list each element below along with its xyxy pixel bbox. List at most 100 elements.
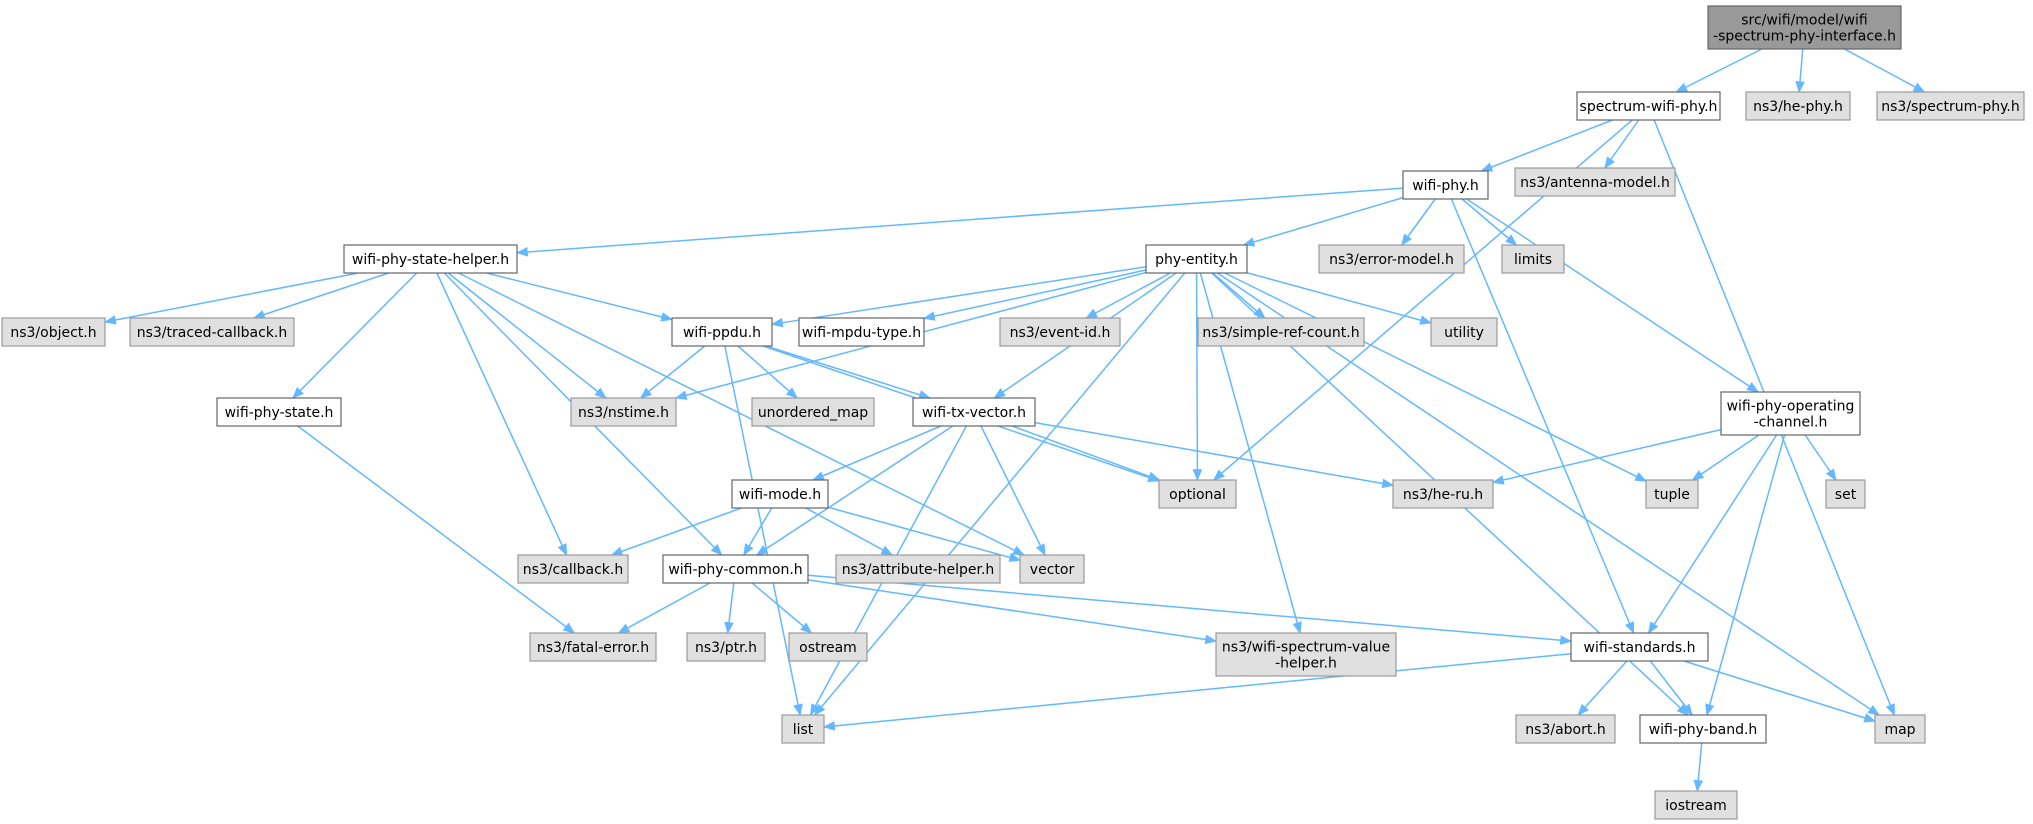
node-box [1402, 170, 1489, 200]
node-label: wifi-mode.h [739, 487, 821, 503]
node-label: ns3/object.h [10, 325, 96, 341]
node-wifi-phy-state[interactable]: wifi-phy-state.h [216, 397, 342, 427]
node-limits: limits [1501, 244, 1565, 274]
edge-wifi_phy_operating_channel-to-set [1804, 434, 1837, 481]
node-box [1215, 632, 1397, 677]
node-callback: ns3/callback.h [517, 554, 629, 584]
node-wifi-phy-band[interactable]: wifi-phy-band.h [1639, 714, 1767, 744]
node-wifi-phy-common[interactable]: wifi-phy-common.h [662, 554, 809, 584]
node-label: ostream [799, 640, 857, 656]
node-wifi-phy-operating-channel[interactable]: wifi-phy-operating-channel.h [1720, 391, 1861, 436]
node-box [216, 397, 342, 427]
node-label: wifi-mpdu-type.h [802, 325, 921, 341]
edge-wifi_ppdu-to-wifi_tx_vector [765, 345, 932, 400]
node-wifi-phy-state-helper[interactable]: wifi-phy-state-helper.h [343, 244, 518, 274]
node-label: ns3/simple-ref-count.h [1202, 325, 1359, 341]
edge-wifi_phy_band-to-iostream [1693, 742, 1704, 793]
edge-wifi_phy_state_helper-to-nstime [447, 272, 607, 399]
node-box [731, 479, 829, 509]
edge-wifi_phy_common-to-wifi_standards [807, 574, 1573, 645]
node-box [517, 554, 629, 584]
node-spectrum-wifi-phy[interactable]: spectrum-wifi-phy.h [1576, 91, 1721, 121]
node-wifi-tx-vector[interactable]: wifi-tx-vector.h [912, 397, 1036, 427]
node-object: ns3/object.h [1, 317, 106, 347]
edge-wifi_phy-to-wifi_phy_state_helper [515, 187, 1404, 257]
edge-wifi_phy_state_helper-to-vector [458, 272, 1026, 556]
node-wifi-mode[interactable]: wifi-mode.h [731, 479, 829, 509]
node-box [1515, 714, 1616, 744]
node-label: unordered_map [758, 405, 868, 421]
node-label: wifi-phy-operating [1727, 399, 1855, 415]
edge-phy_entity-to-wifi_ppdu [770, 266, 1147, 328]
node-box [1318, 244, 1465, 274]
edge-wifi_standards-to-wifi_phy_band [1649, 660, 1693, 716]
node-box [1720, 391, 1861, 436]
node-box [1392, 479, 1494, 509]
edge-wifi_phy_state_helper-to-traced_callback [252, 272, 389, 320]
node-wifi-ppdu[interactable]: wifi-ppdu.h [671, 317, 773, 347]
node-label: phy-entity.h [1155, 252, 1238, 268]
node-box [798, 317, 925, 347]
edge-wifi_tx_vector-to-vector [980, 425, 1046, 557]
edge-wifi_phy_state_helper-to-object [103, 272, 359, 325]
node-label: ns3/he-phy.h [1753, 99, 1843, 115]
node-label: wifi-phy-band.h [1649, 722, 1758, 738]
edge-phy_entity-to-map [1217, 272, 1881, 716]
node-optional: optional [1158, 479, 1237, 509]
edge-wifi_phy_common-to-fatal_error [617, 582, 711, 634]
node-ostream: ostream [788, 632, 868, 662]
node-label: ns3/attribute-helper.h [842, 562, 995, 578]
node-label: wifi-ppdu.h [683, 325, 761, 341]
node-box [1874, 714, 1926, 744]
node-label: ns3/callback.h [523, 562, 623, 578]
node-label: src/wifi/model/wifi [1741, 13, 1868, 29]
node-tuple: tuple [1645, 479, 1699, 509]
node-phy-entity[interactable]: phy-entity.h [1145, 244, 1248, 274]
edge-wifi_tx_vector-to-he_ru [1034, 421, 1395, 489]
node-label: wifi-phy.h [1412, 178, 1479, 194]
node-box [1158, 479, 1237, 509]
node-label: optional [1169, 487, 1226, 503]
edge-phy_entity-to-optional [1192, 272, 1203, 482]
edge-wifi_phy-to-phy_entity [1242, 196, 1404, 247]
node-label: wifi-phy-state.h [225, 405, 334, 421]
node-box [835, 554, 1001, 584]
node-ptr: ns3/ptr.h [686, 632, 766, 662]
node-map: map [1874, 714, 1926, 744]
node-box [686, 632, 766, 662]
edge-wifi_phy_state_helper-to-wifi_phy_state [292, 272, 418, 399]
node-vector: vector [1019, 554, 1085, 584]
node-box [1197, 317, 1365, 347]
edge-wifi_phy-to-wifi_phy_operating_channel [1466, 198, 1760, 393]
node-he-phy: ns3/he-phy.h [1745, 91, 1851, 121]
node-label: ns3/spectrum-phy.h [1881, 99, 2019, 115]
edge-wifi_phy-to-wifi_standards [1450, 198, 1635, 635]
node-box [1576, 91, 1721, 121]
node-abort: ns3/abort.h [1515, 714, 1616, 744]
node-label: -spectrum-phy-interface.h [1713, 29, 1896, 45]
node-list: list [781, 714, 825, 744]
node-box [1501, 244, 1565, 274]
node-label: vector [1030, 562, 1075, 578]
node-box [570, 397, 677, 427]
node-label: utility [1444, 325, 1484, 341]
node-label: ns3/antenna-model.h [1520, 175, 1670, 191]
node-wifi-standards[interactable]: wifi-standards.h [1570, 632, 1709, 662]
node-box [781, 714, 825, 744]
node-wifi-mpdu-type[interactable]: wifi-mpdu-type.h [798, 317, 925, 347]
node-wifi-phy[interactable]: wifi-phy.h [1402, 170, 1489, 200]
node-label: ns3/fatal-error.h [537, 640, 649, 656]
node-box [1, 317, 106, 347]
edge-phy_entity-to-tuple [1224, 272, 1648, 482]
edge-wifi_standards-to-abort [1577, 660, 1628, 716]
edge-wifi_phy-to-limits [1461, 198, 1518, 246]
edge-phy_entity-to-list [813, 272, 1186, 716]
node-attribute-helper: ns3/attribute-helper.h [835, 554, 1001, 584]
edge-wifi_phy_operating_channel-to-wifi_standards [1647, 434, 1778, 635]
node-label: ns3/abort.h [1525, 722, 1605, 738]
edge-phy_entity-to-utility [1246, 272, 1433, 325]
node-box [1430, 317, 1498, 347]
node-label: wifi-tx-vector.h [922, 405, 1026, 421]
edge-wifi_phy_common-to-ostream [751, 582, 813, 634]
edge-wifi_phy_operating_channel-to-wifi_phy_band [1705, 434, 1786, 717]
